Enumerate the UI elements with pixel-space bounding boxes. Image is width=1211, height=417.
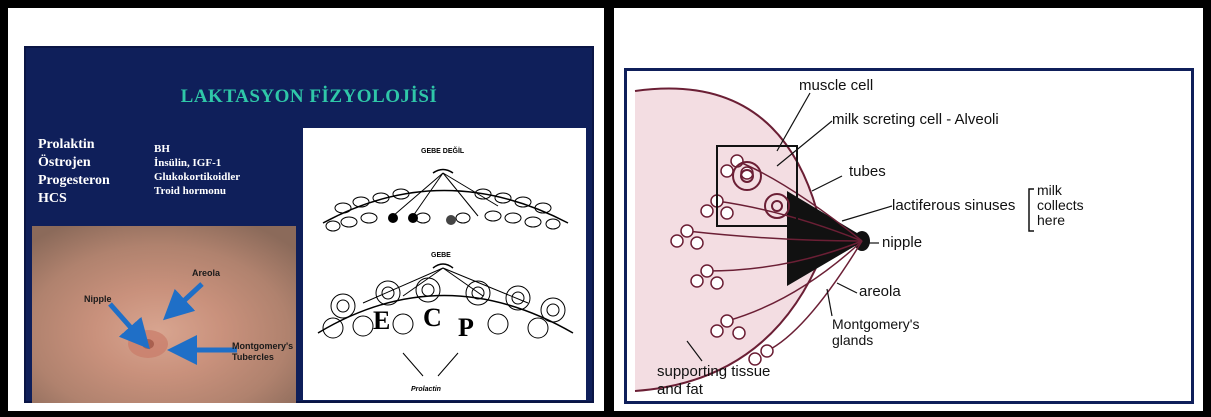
hormone-item: Glukokortikoidler bbox=[154, 170, 240, 184]
milk-collects-line1: milk bbox=[1037, 182, 1062, 198]
hormone-item: Progesteron bbox=[38, 172, 110, 190]
letter-p: P bbox=[458, 313, 474, 343]
hormone-item: HCS bbox=[38, 190, 110, 208]
letter-e: E bbox=[373, 306, 390, 336]
areola-label: areola bbox=[859, 283, 901, 300]
breast-photo: Nipple Areola Montgomery's Tubercles bbox=[32, 226, 296, 403]
nipple-label: Nipple bbox=[84, 294, 112, 304]
areola-arrow bbox=[174, 284, 202, 310]
montgomery-label-2: glands bbox=[832, 332, 873, 348]
nipple-arrow bbox=[110, 304, 140, 338]
breast-anatomy-diagram: muscle cell milk screting cell - Alveoli… bbox=[624, 68, 1194, 404]
montgomery-label-1: Montgomery's bbox=[232, 341, 293, 351]
lactiferous-label: lactiferous sinuses bbox=[892, 197, 1015, 214]
slide-title: LAKTASYON FİZYOLOJİSİ bbox=[26, 86, 592, 108]
right-panel: muscle cell milk screting cell - Alveoli… bbox=[614, 8, 1203, 411]
gland-sketch: GEBE DEĞİL GEBE Prolactin E C P bbox=[303, 128, 586, 400]
supporting-tissue-label-1: supporting tissue bbox=[657, 363, 770, 380]
montgomery-label-2: Tubercles bbox=[232, 352, 274, 362]
hormone-item: İnsülin, IGF-1 bbox=[154, 156, 240, 170]
primary-hormone-list: Prolaktin Östrojen Progesteron HCS bbox=[38, 136, 110, 208]
milk-collects-line2: collects bbox=[1037, 197, 1084, 213]
hormone-item: Prolaktin bbox=[38, 136, 110, 154]
left-panel: LAKTASYON FİZYOLOJİSİ Prolaktin Östrojen… bbox=[8, 8, 604, 411]
photo-overlay bbox=[32, 226, 296, 403]
pregnant-label: GEBE bbox=[431, 252, 451, 259]
hormone-item: Östrojen bbox=[38, 154, 110, 172]
milk-collects-line3: here bbox=[1037, 212, 1065, 228]
sketch-drawing bbox=[303, 128, 586, 400]
hormone-item: Troid hormonu bbox=[154, 184, 240, 198]
muscle-cell-label: muscle cell bbox=[799, 77, 873, 94]
lactation-slide: LAKTASYON FİZYOLOJİSİ Prolaktin Östrojen… bbox=[24, 46, 594, 403]
nipple-shape bbox=[142, 339, 154, 349]
prolactin-label: Prolactin bbox=[411, 386, 441, 393]
supporting-tissue-label-2: and fat bbox=[657, 381, 703, 398]
nipple-label: nipple bbox=[882, 234, 922, 251]
tubes-label: tubes bbox=[849, 163, 886, 180]
secondary-hormone-list: BH İnsülin, IGF-1 Glukokortikoidler Troi… bbox=[154, 142, 240, 198]
areola-label: Areola bbox=[192, 268, 220, 278]
milk-secreting-label: milk screting cell - Alveoli bbox=[832, 111, 999, 128]
letter-c: C bbox=[423, 303, 442, 333]
not-pregnant-label: GEBE DEĞİL bbox=[421, 148, 464, 155]
montgomery-label-1: Montgomery's bbox=[832, 316, 919, 332]
hormone-item: BH bbox=[154, 142, 240, 156]
